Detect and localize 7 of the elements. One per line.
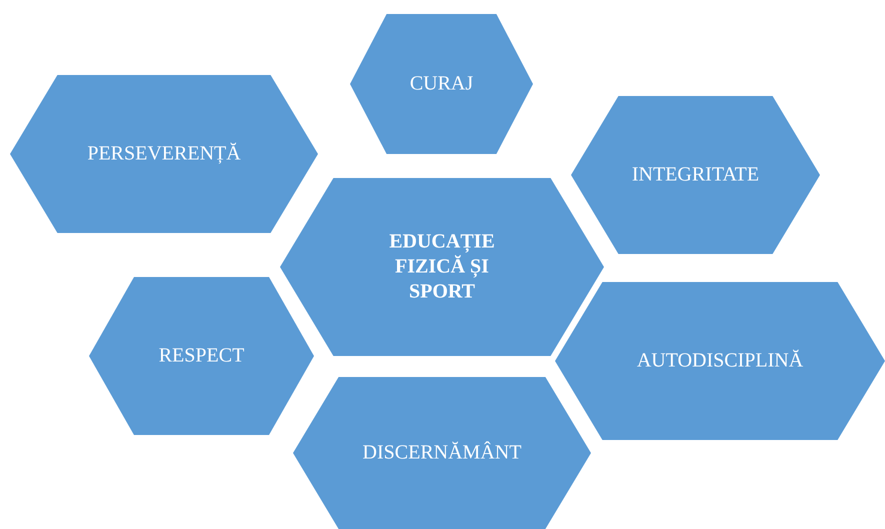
hexagon-label: AUTODISCIPLINĂ [636,348,804,374]
hexagon-label: INTEGRITATE [630,162,760,188]
hexagon-label: RESPECT [158,344,246,368]
hexagon-label: CURAJ [408,72,474,96]
hexagon-label: EDUCAȚIE FIZICĂ ȘI SPORT [388,230,496,304]
hexagon-label: DISCERNĂMÂNT [362,440,522,466]
hexagon-label: PERSEVERENȚĂ [86,142,242,166]
